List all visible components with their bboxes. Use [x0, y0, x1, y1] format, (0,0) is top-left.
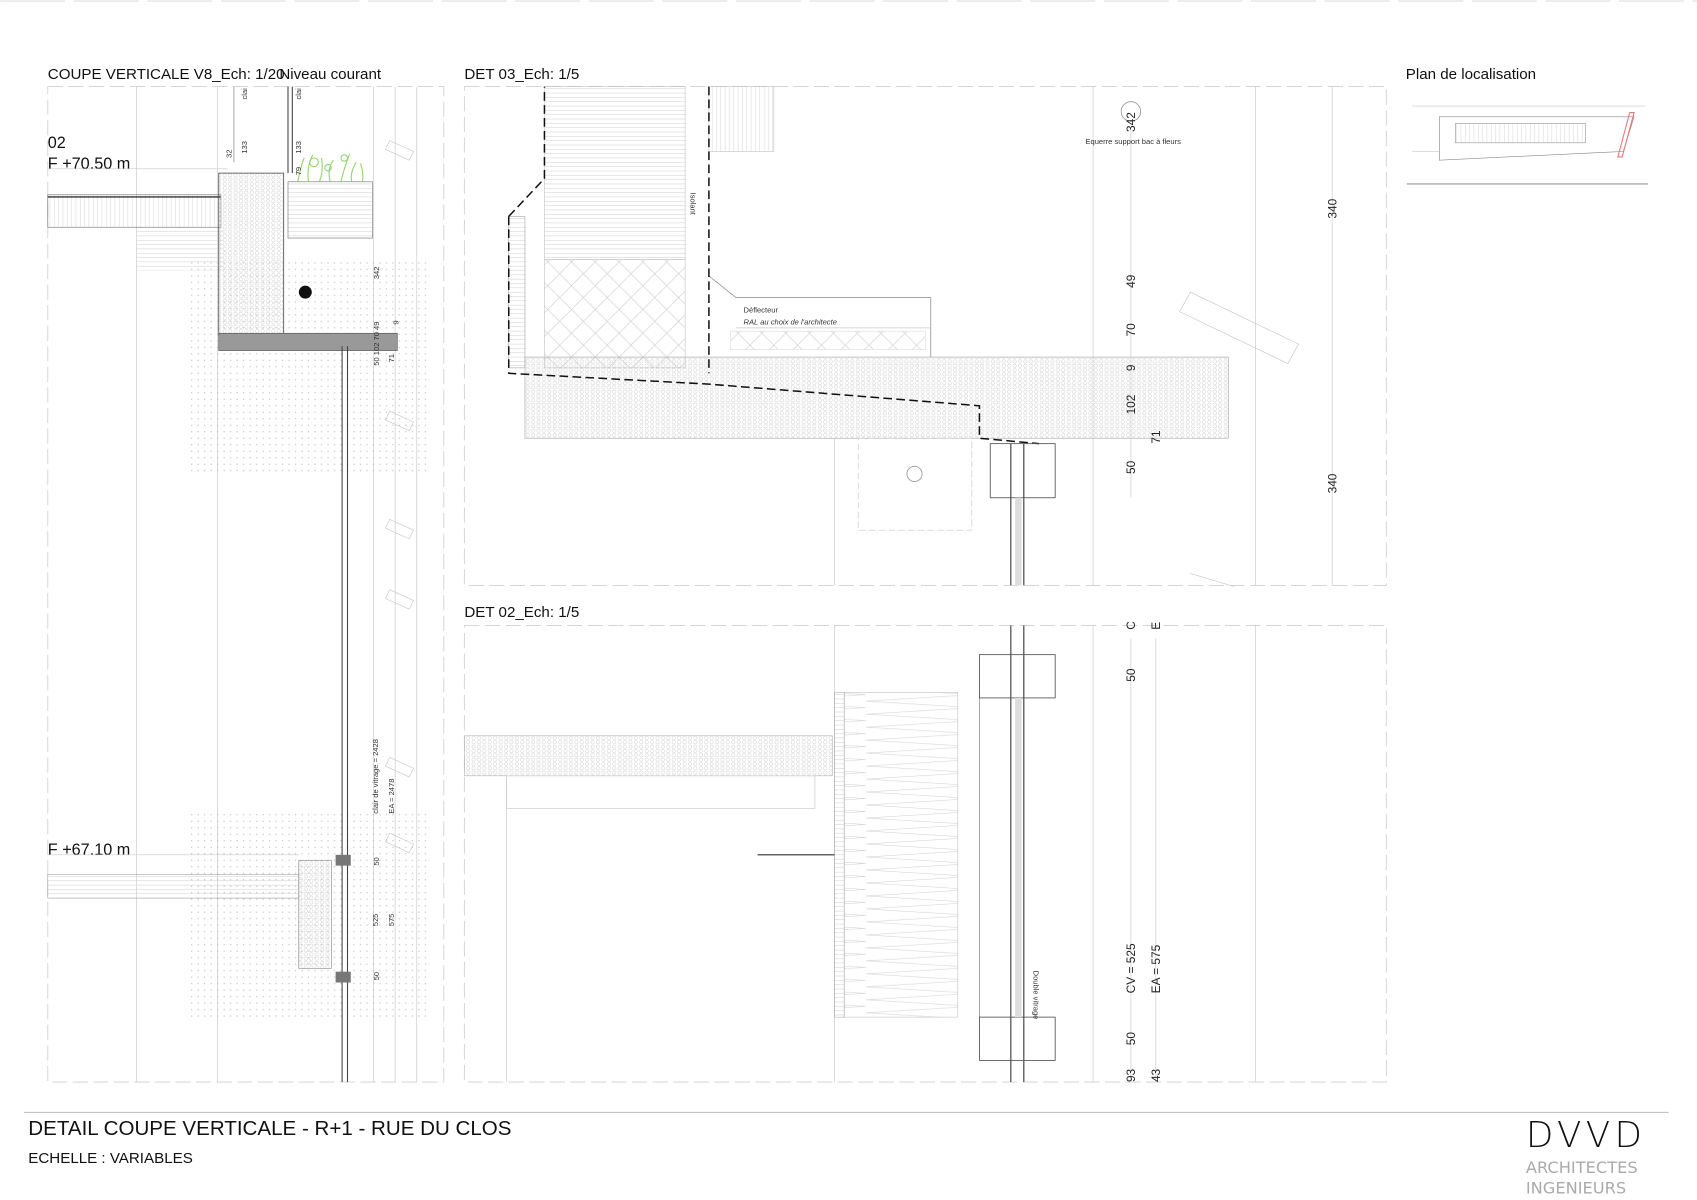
- coupe-title: COUPE VERTICALE V8_Ech: 1/20: [48, 66, 285, 83]
- location-highlight: [1617, 111, 1635, 158]
- dim-label: 49: [1124, 274, 1138, 288]
- plan-title: Plan de localisation: [1406, 66, 1536, 83]
- logo-line1: ARCHITECTES: [1526, 1158, 1638, 1177]
- dim-label: 50: [1124, 1032, 1138, 1046]
- dim-label: 50: [372, 857, 381, 865]
- anchor-bolt-icon: [906, 465, 923, 482]
- dvvd-logo: DVVD ARCHITECTES INGENIEURS: [1526, 1115, 1646, 1198]
- dim-label: 133: [240, 141, 249, 154]
- equerre-label: Equerre support bac à fleurs: [1085, 137, 1181, 146]
- dim-label: 79: [294, 167, 303, 175]
- coupe-verticale-panel: COUPE VERTICALE V8_Ech: 1/20 Niveau cour…: [47, 66, 445, 1083]
- dim-label: 71: [387, 354, 396, 362]
- dim-label: 71: [1149, 430, 1163, 444]
- plan-localisation: Plan de localisation: [1406, 66, 1649, 185]
- dim-label: 133: [294, 141, 303, 154]
- section-marker-icon: [298, 285, 312, 299]
- level-top: F +70.50 m: [48, 155, 131, 173]
- dim-label: CV = 525: [1124, 943, 1138, 993]
- dim-label: 43: [1149, 1068, 1163, 1082]
- dim-label: 342: [372, 267, 381, 280]
- dim-label: E: [1149, 622, 1163, 630]
- dim-label: 32: [225, 150, 234, 158]
- dim-label: 50: [1124, 668, 1138, 682]
- vegetation: [297, 153, 364, 182]
- logo-line2: INGENIEURS: [1526, 1179, 1626, 1198]
- coupe-subtitle: Niveau courant: [279, 66, 382, 83]
- dim-label: 9: [1124, 364, 1138, 371]
- deflecteur-profile: [708, 275, 932, 358]
- level-bottom: F +67.10 m: [48, 841, 131, 859]
- dim-label: 50: [1124, 460, 1138, 474]
- dim-label: clai: [240, 88, 249, 100]
- window-frame: [989, 443, 1056, 586]
- coupe-frame: [47, 86, 445, 1083]
- logo-main: DVVD: [1526, 1115, 1646, 1156]
- det02-frame: [463, 624, 1387, 1083]
- floor-slab: [464, 735, 833, 777]
- dim-label: 575: [387, 914, 396, 927]
- dim-label: C: [1124, 621, 1138, 630]
- ral-label: RAL au choix de l'architecte: [744, 318, 837, 327]
- dim-label: 9: [391, 320, 400, 324]
- planter: [287, 181, 373, 239]
- dim-label: 342: [1124, 112, 1138, 132]
- dim-label: clair de vitrage = 2428: [371, 739, 380, 814]
- wall-section: [218, 172, 285, 336]
- dim-label: 340: [1326, 198, 1340, 218]
- dim-label: clai: [294, 88, 303, 100]
- waterproofing-line: [507, 86, 1040, 445]
- det03-title: DET 03_Ech: 1/5: [464, 66, 579, 83]
- isolant-label: Isolant: [689, 193, 698, 216]
- floor-slab: [47, 194, 222, 228]
- dim-label: EA = 2478: [387, 779, 396, 814]
- dim-label: 50: [372, 972, 381, 980]
- sheet-scale: ECHELLE : VARIABLES: [28, 1150, 192, 1167]
- window-frame: [978, 625, 1056, 1083]
- dim-label: EA = 575: [1149, 944, 1163, 993]
- dim-label: 50 102 70 49: [372, 322, 381, 366]
- det02-title: DET 02_Ech: 1/5: [464, 604, 579, 621]
- dim-label: 70: [1124, 323, 1138, 337]
- balcony-slab: [218, 332, 398, 351]
- dim-label: 102: [1124, 394, 1138, 414]
- det02-panel: DET 02_Ech: 1/5 Double vitrage C E 50 CV…: [463, 604, 1387, 1083]
- anchor-bolt-icon: [1120, 101, 1142, 122]
- level-tag: 02: [48, 134, 66, 152]
- deflecteur-label: Déflecteur: [744, 306, 779, 315]
- sheet-title: DETAIL COUPE VERTICALE - R+1 - RUE DU CL…: [28, 1117, 511, 1140]
- dim-label: 93: [1124, 1068, 1138, 1082]
- det03-frame: [463, 86, 1387, 586]
- det03-panel: DET 03_Ech: 1/5 Equerre support bac à fl…: [463, 66, 1387, 587]
- dim-label: 525: [371, 914, 380, 927]
- double-vitrage-label: Double vitrage: [1032, 971, 1041, 1020]
- insulation: [843, 692, 959, 1018]
- dim-label: 340: [1326, 473, 1340, 493]
